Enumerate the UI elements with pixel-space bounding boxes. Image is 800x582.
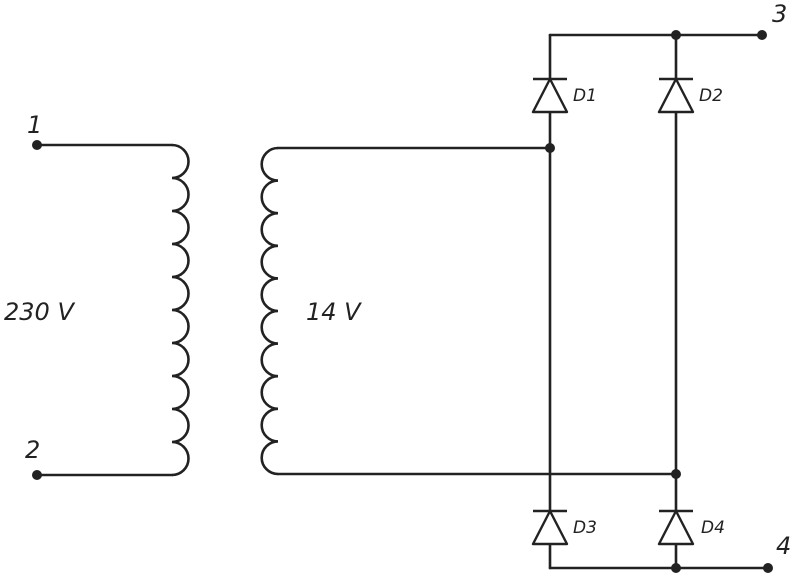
terminal-4-label: 4: [776, 532, 791, 560]
primary-voltage-label: 230 V: [4, 298, 75, 326]
terminal-4-dot: [763, 563, 773, 573]
terminal-2-dot: [32, 470, 42, 480]
secondary-coil: [260, 146, 279, 476]
terminal-3-dot: [757, 30, 767, 40]
diode-d3-label: D3: [573, 518, 597, 538]
junction-bottom-right: [671, 563, 681, 573]
diode-d3: [531, 509, 569, 546]
diode-d4-label: D4: [701, 518, 725, 538]
terminal-2-label: 2: [25, 436, 40, 464]
diode-d1-label: D1: [573, 86, 597, 106]
diode-d4: [657, 509, 695, 546]
terminal-1-dot: [32, 140, 42, 150]
secondary-voltage-label: 14 V: [306, 298, 362, 326]
junction-right-ac: [671, 469, 681, 479]
junction-left-ac: [545, 143, 555, 153]
diode-d2: [657, 77, 695, 114]
diode-d2-label: D2: [699, 86, 723, 106]
primary-coil: [171, 143, 190, 477]
terminal-1-label: 1: [27, 111, 42, 139]
terminal-3-label: 3: [772, 0, 787, 28]
junction-top-right: [671, 30, 681, 40]
diode-d1: [531, 77, 569, 114]
